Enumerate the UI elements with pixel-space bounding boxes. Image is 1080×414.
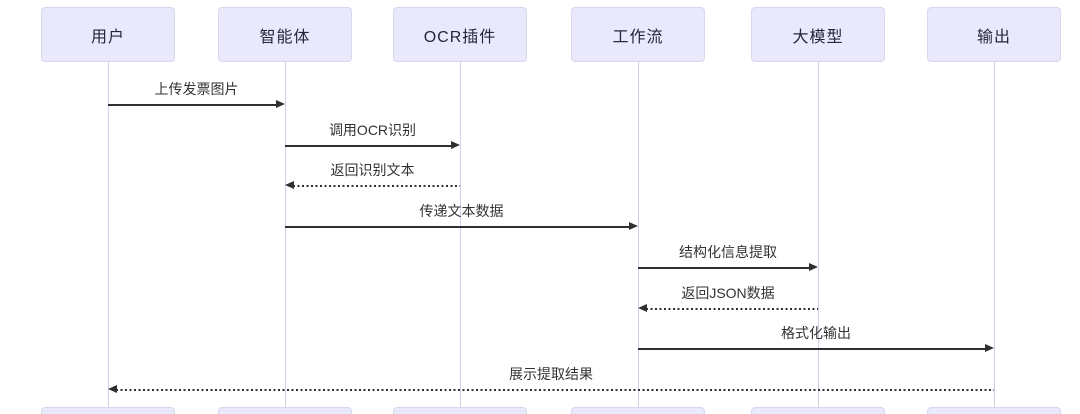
- actor-box-bottom-workflow: 工作流: [571, 407, 705, 414]
- actor-box-top-user: 用户: [41, 7, 175, 62]
- actor-label: 工作流: [612, 28, 664, 46]
- actor-box-bottom-output: 输出: [927, 407, 1061, 414]
- message-label-0: 上传发票图片: [154, 81, 239, 97]
- message-arrowhead-0: [276, 100, 285, 108]
- message-arrowhead-4: [809, 263, 818, 271]
- message-arrowhead-1: [451, 141, 460, 149]
- message-line-7: [116, 389, 994, 391]
- message-arrowhead-7: [108, 385, 117, 393]
- message-line-1: [285, 145, 452, 147]
- message-label-6: 格式化输出: [781, 325, 851, 341]
- lifeline-workflow: [637, 61, 639, 407]
- actor-box-top-workflow: 工作流: [571, 7, 705, 62]
- message-arrowhead-5: [638, 304, 647, 312]
- message-line-4: [638, 267, 810, 269]
- message-line-6: [638, 348, 986, 350]
- actor-label: 智能体: [259, 28, 311, 46]
- actor-box-bottom-user: 用户: [41, 407, 175, 414]
- actor-label: 输出: [976, 28, 1011, 46]
- message-arrowhead-6: [985, 344, 994, 352]
- message-label-2: 返回识别文本: [330, 162, 415, 178]
- message-label-3: 传递文本数据: [419, 203, 504, 219]
- actor-box-bottom-ocr-plugin: OCR插件: [393, 407, 527, 414]
- message-line-5: [646, 308, 818, 310]
- lifeline-output: [993, 61, 995, 407]
- lifeline-llm: [817, 61, 819, 407]
- actor-box-top-llm: 大模型: [751, 7, 885, 62]
- lifeline-agent: [284, 61, 286, 407]
- actor-label: 大模型: [792, 28, 844, 46]
- actor-label: OCR插件: [423, 28, 497, 46]
- actor-box-top-agent: 智能体: [218, 7, 352, 62]
- actor-box-bottom-llm: 大模型: [751, 407, 885, 414]
- message-arrowhead-3: [629, 222, 638, 230]
- lifeline-user: [107, 61, 109, 407]
- lifeline-ocr-plugin: [459, 61, 461, 407]
- message-label-1: 调用OCR识别: [328, 122, 417, 138]
- actor-label: 用户: [90, 28, 125, 46]
- message-arrowhead-2: [285, 181, 294, 189]
- message-line-3: [285, 226, 630, 228]
- actor-box-top-ocr-plugin: OCR插件: [393, 7, 527, 62]
- actor-box-top-output: 输出: [927, 7, 1061, 62]
- message-label-5: 返回JSON数据: [681, 285, 775, 301]
- message-line-0: [108, 104, 277, 106]
- message-label-4: 结构化信息提取: [679, 244, 777, 260]
- message-line-2: [293, 185, 460, 187]
- actor-box-bottom-agent: 智能体: [218, 407, 352, 414]
- message-label-7: 展示提取结果: [509, 366, 593, 382]
